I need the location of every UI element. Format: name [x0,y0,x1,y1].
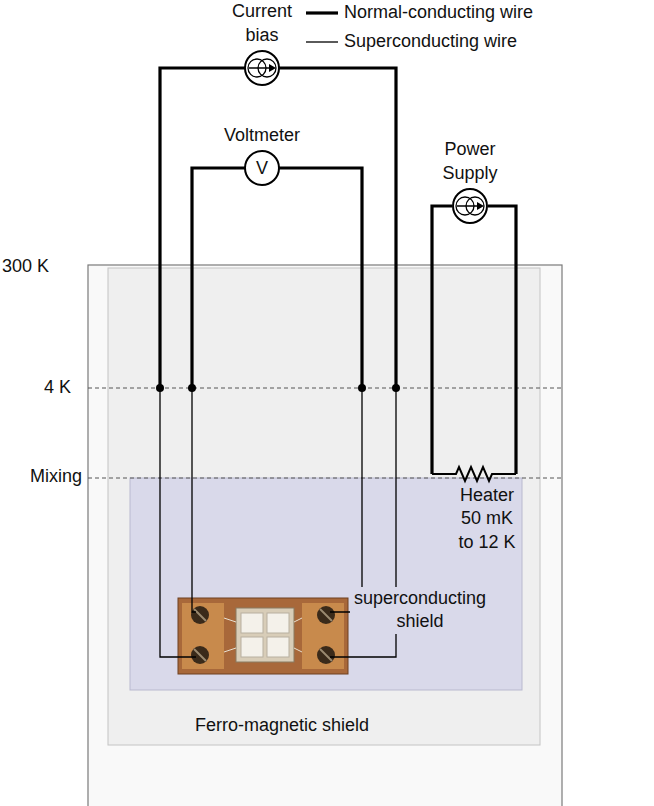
normal-wire [432,206,452,474]
heater-symbol [432,464,516,484]
chip [241,613,263,633]
legend-text: Superconducting wire [344,30,517,53]
legend-line-sample [306,41,338,42]
normal-wires [160,68,396,388]
source-arrow [457,205,479,207]
screw-slot [194,649,206,661]
superconducting-wire [192,388,196,612]
junction-dots [156,384,400,392]
superconducting-wire [160,388,196,657]
temperature-stage-label: 4 K [44,376,71,399]
screw-slot [320,609,332,621]
ferromagnetic-shield-fill [108,268,540,745]
junction-dot [156,384,164,392]
terminal-block [302,603,344,669]
screw-slot [320,649,332,661]
symbol-circle [245,51,279,85]
normal-wire [160,68,245,388]
chip [241,637,263,657]
voltmeter-symbol: V [244,150,280,186]
temperature-stage-label: 300 K [2,255,49,278]
sample-photo [178,598,348,674]
source-arrow [249,67,271,69]
shield-label: superconducting shield [350,587,490,634]
chip-carrier [236,608,294,662]
heater-zigzag [432,467,516,481]
current-source: Current bias [222,0,302,86]
symbol-circle [453,189,487,223]
legend-line-sample [306,11,338,14]
source-arrowhead [269,64,276,72]
chip [267,637,289,657]
voltmeter: VoltmeterV [207,124,317,186]
screw [317,646,335,664]
heater-label: Heater [454,484,520,507]
chip [267,613,289,633]
symbol-caption: Current bias [222,0,302,47]
normal-wire [279,68,396,388]
superconducting-shield: superconducting shield Heater50 mK to 12 … [130,478,522,690]
screw-slot [194,609,206,621]
superconducting-wire [330,388,362,612]
junction-dot [188,384,196,392]
symbol-caption: Power Supply [430,138,510,185]
shield-label: Ferro-magnetic shield [195,714,425,737]
terminal-block [182,603,224,669]
current-source-outline [244,50,280,86]
screw [317,606,335,624]
meter-letter: V [256,159,268,177]
normal-wire [488,206,516,474]
normal-wire [279,168,362,388]
symbol-caption: Voltmeter [207,124,317,147]
screw [191,646,209,664]
ferromagnetic-shield: Ferro-magnetic shield superconducting shi… [108,268,540,745]
junction-dot [358,384,366,392]
normal-wire [192,168,245,388]
symbol-circle [245,151,279,185]
power-supply-outline [452,188,488,224]
temperature-stage-label: Mixing [30,465,82,488]
bond-wire [294,618,302,622]
heater-resistor: Heater50 mK to 12 K [432,464,520,554]
bond-wire [294,648,302,652]
sample-holder [178,598,348,674]
bond-wire [224,618,236,622]
current-source-symbol [244,50,280,86]
superconducting-shield-fill [130,478,522,690]
power-supply-symbol [452,188,488,224]
power-supply: Power Supply [430,138,510,224]
heater-label: 50 mK to 12 K [454,507,520,554]
bond-wire [224,648,236,652]
legend-text: Normal-conducting wire [344,1,533,24]
junction-dot [392,384,400,392]
source-arrowhead [477,202,484,210]
screw [191,606,209,624]
